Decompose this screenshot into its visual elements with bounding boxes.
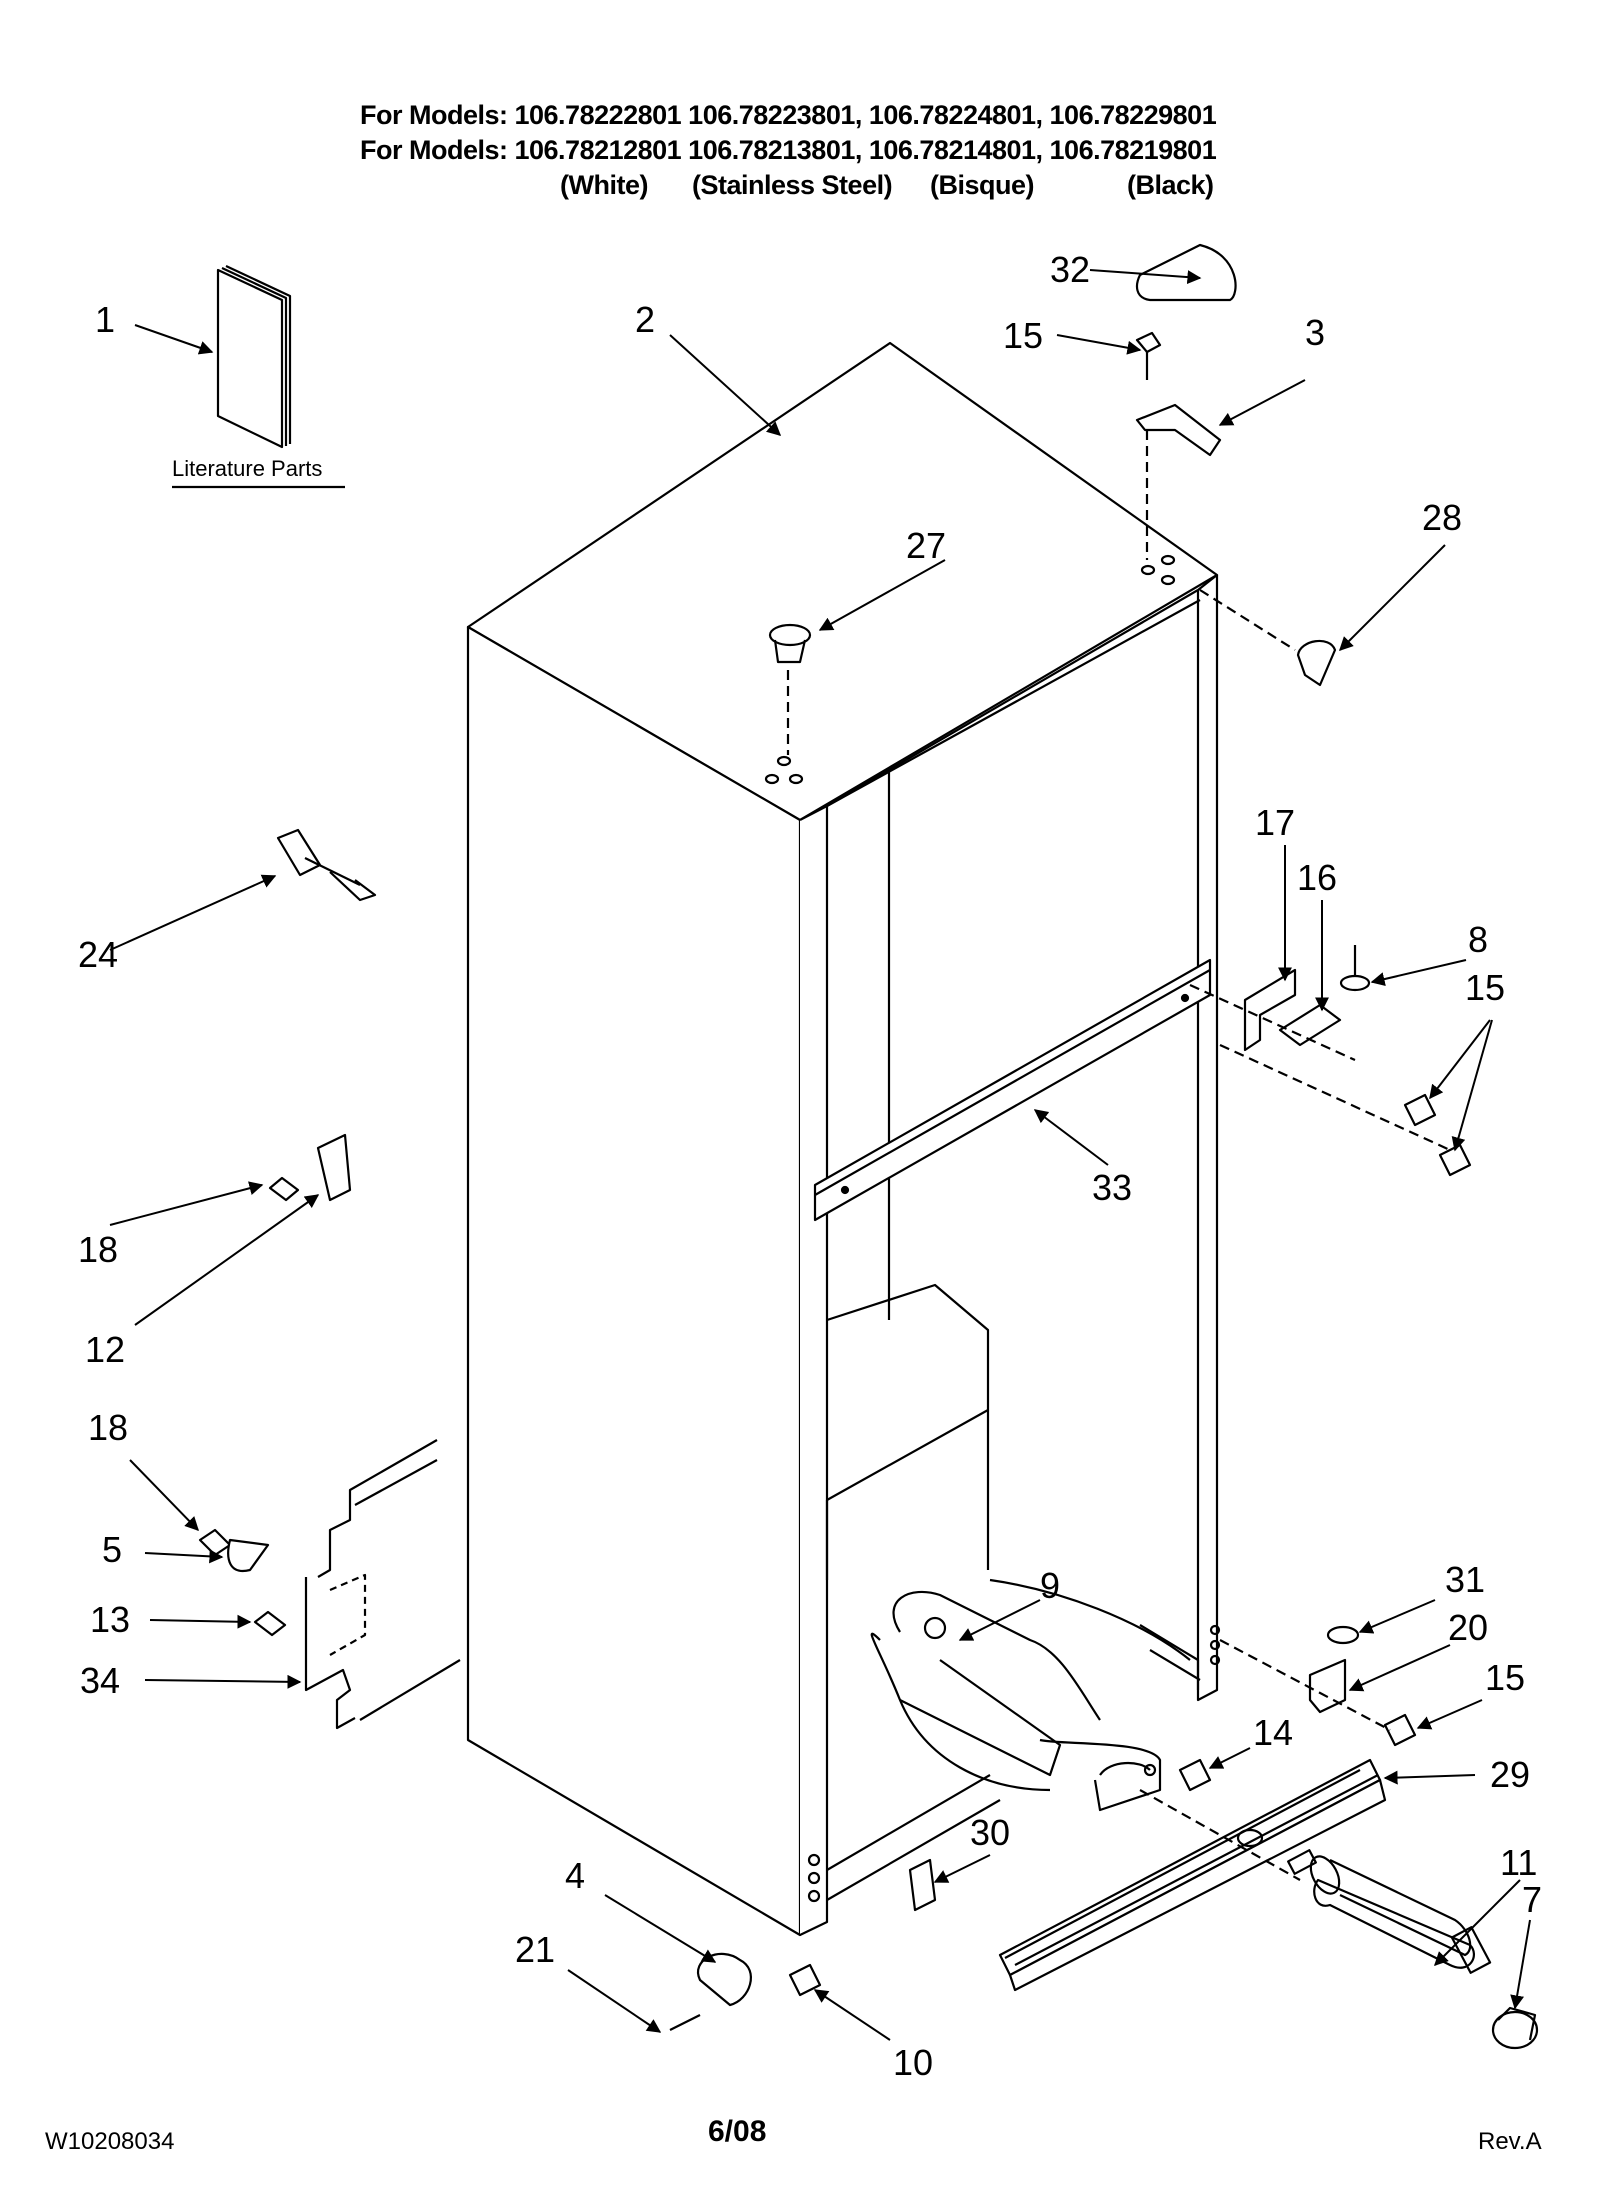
callout-29: 29 [1490, 1754, 1530, 1795]
screw-bottom-hinge [1383, 1713, 1417, 1747]
page-date: 6/08 [708, 2115, 767, 2148]
callout-16: 16 [1297, 857, 1337, 898]
callout-32: 32 [1050, 249, 1090, 290]
clamp [227, 1538, 270, 1573]
roller [696, 1952, 752, 2007]
toe-grille [998, 1758, 1387, 1992]
callout-2: 2 [635, 299, 655, 340]
callout-15-top: 15 [1003, 315, 1043, 356]
callout-3: 3 [1305, 312, 1325, 353]
hinge-cover [1135, 243, 1237, 302]
callout-13: 13 [90, 1599, 130, 1640]
water-filter [1287, 1849, 1492, 1974]
leader-lines [109, 269, 1531, 2041]
callout-30: 30 [970, 1812, 1010, 1853]
cabinet [466, 341, 1221, 1937]
models-line-1: For Models: 106.78222801 106.78223801, 1… [360, 100, 1217, 130]
callout-18-upper: 18 [78, 1229, 118, 1270]
callout-28: 28 [1422, 497, 1462, 538]
hinge-trim [1296, 639, 1337, 687]
callout-18-lower: 18 [88, 1407, 128, 1448]
callout-10: 10 [893, 2042, 933, 2083]
callout-4: 4 [565, 1855, 585, 1896]
callout-33: 33 [1092, 1167, 1132, 1208]
leveling-screw [276, 828, 377, 902]
top-hinge [1135, 403, 1222, 457]
callout-9: 9 [1040, 1565, 1060, 1606]
plug-button [768, 623, 812, 664]
callout-21: 21 [515, 1929, 555, 1970]
rear-rail [304, 1439, 461, 1730]
callout-20: 20 [1448, 1607, 1488, 1648]
screw-hinge-a [1403, 1093, 1437, 1127]
doc-number: W10208034 [45, 2128, 175, 2155]
color-black: (Black) [1127, 170, 1214, 200]
callout-34: 34 [80, 1660, 120, 1701]
filter-cap [1491, 2006, 1539, 2050]
callout-labels: Literature Parts 1 2 32 15 3 27 28 24 17… [78, 249, 1542, 2083]
callout-7: 7 [1522, 1879, 1542, 1920]
screw-mid-left [253, 1610, 287, 1637]
callout-14: 14 [1253, 1712, 1293, 1753]
freezer-floor-step [825, 1283, 1201, 1690]
models-line-2: For Models: 106.78212801 106.78213801, 1… [360, 135, 1217, 165]
literature-label: Literature Parts [172, 456, 322, 481]
callout-24: 24 [78, 934, 118, 975]
callout-27: 27 [906, 525, 946, 566]
color-stainless: (Stainless Steel) [692, 170, 893, 200]
callout-11: 11 [1500, 1842, 1537, 1883]
callout-17: 17 [1255, 802, 1295, 843]
bottom-hinge [1308, 1658, 1347, 1714]
clip-upper [316, 1133, 352, 1202]
screw-grille [1178, 1758, 1212, 1792]
revision: Rev.A [1478, 2128, 1542, 2155]
screw-upper-left [268, 1176, 300, 1202]
callout-31: 31 [1445, 1559, 1485, 1600]
literature-booklet [216, 265, 292, 449]
washer [1339, 974, 1371, 992]
callout-15-lower: 15 [1485, 1657, 1525, 1698]
screw-lower-left [198, 1528, 232, 1557]
spacer [1326, 1625, 1360, 1645]
color-bisque: (Bisque) [930, 170, 1035, 200]
grille-clip [908, 1858, 937, 1912]
callout-15-right: 15 [1465, 967, 1505, 1008]
callout-1: 1 [95, 299, 115, 340]
callout-5: 5 [102, 1529, 122, 1570]
screw-bottom [788, 1963, 822, 1997]
callout-8: 8 [1468, 919, 1488, 960]
air-duct-hose [870, 1590, 1162, 1812]
color-white: (White) [560, 170, 648, 200]
center-hinge-bracket [1243, 968, 1297, 1052]
center-hinge [1278, 1003, 1342, 1047]
screw-top [1135, 331, 1162, 380]
divider-rail [813, 958, 1212, 1222]
callout-12: 12 [85, 1329, 125, 1370]
